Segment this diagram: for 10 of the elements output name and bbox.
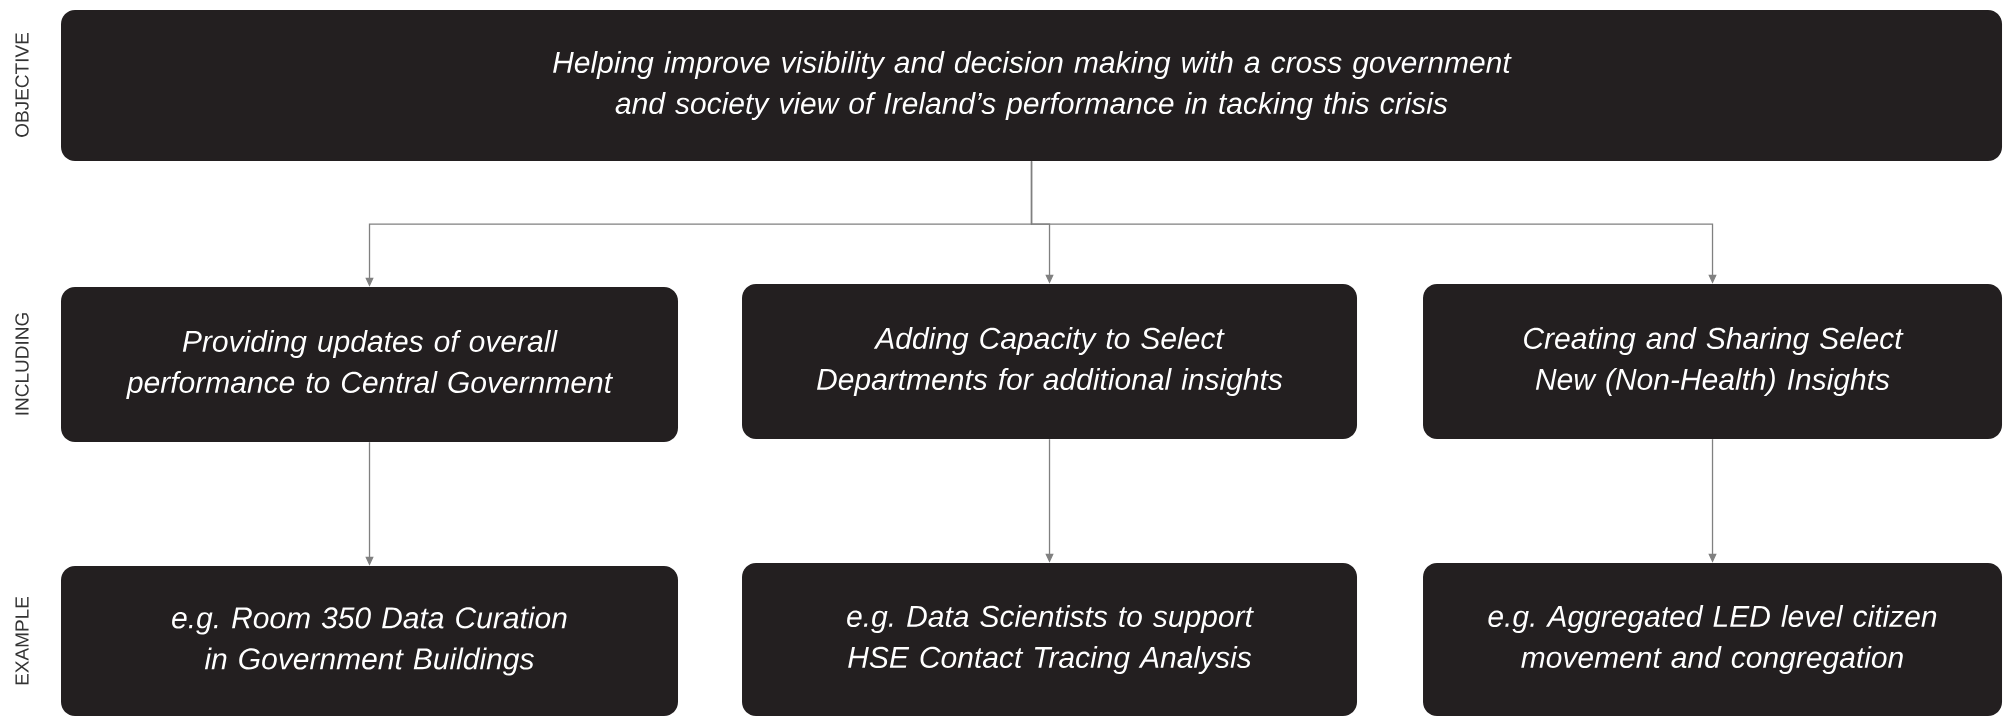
text-box: Providing updates of overall performance to Central Government [61,287,678,442]
text-box: e.g. Data Scientists to support HSE Contact Tracing Analysis [742,563,1357,716]
row-label: INCLUDING [15,313,29,415]
row-label: EXAMPLE [15,596,29,685]
row-label: OBJECTIVE [15,33,29,137]
text-box: Adding Capacity to Select Departments for additional insights [742,284,1357,439]
text-box: e.g. Aggregated LED level citizen movement and congregation [1423,563,2002,716]
text-box: Helping improve visibility and decision making with a cross government and society view of Ireland’s performance in tacking this crisis [61,10,2002,161]
text-box: Creating and Sharing Select New (Non-Health) Insights [1423,284,2002,439]
text-box: e.g. Room 350 Data Curation in Government Buildings [61,566,678,716]
